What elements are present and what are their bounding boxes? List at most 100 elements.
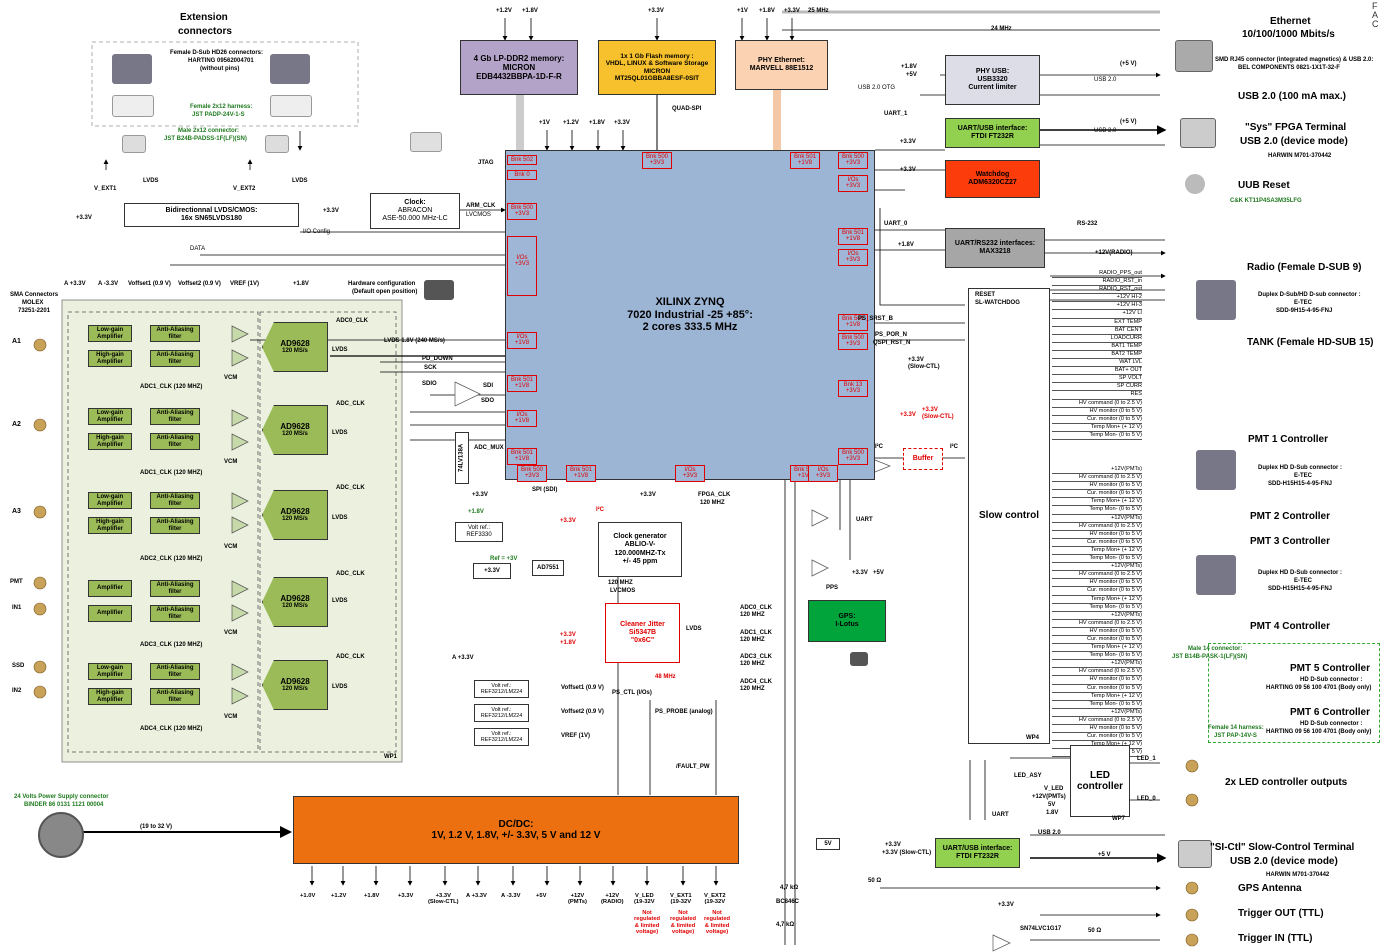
pmt-signal: Temp Mon+ (+ 12 V) xyxy=(1052,498,1142,506)
vref-label: VREF (1V) xyxy=(230,281,259,288)
bank-500-c: Bnk 500 +3V3 xyxy=(642,152,672,169)
buffer-box: Buffer xyxy=(903,448,943,470)
bank-io-33: I/Os +3V3 xyxy=(507,236,537,296)
ref-p33-text: +3.3V xyxy=(484,568,500,575)
adc-mux-label: ADC_MUX xyxy=(474,445,504,452)
aa-label: Anti-Aliasing filter xyxy=(157,665,194,679)
gps-line2: I-Lotus xyxy=(835,621,858,629)
vref-p18: +1.8V xyxy=(468,509,484,516)
led-line2: controller xyxy=(1077,781,1123,793)
clkgen-lvcmos: LVCMOS xyxy=(610,588,635,595)
corner-text: F A C xyxy=(1372,2,1379,29)
usb20-label-2: USB 2.0 xyxy=(1094,128,1116,135)
flash-line1: 1x 1 Gb Flash memory : xyxy=(620,53,693,60)
phyusb-p18: +1.8V xyxy=(901,64,917,71)
gps-box: GPS:I-Lotus xyxy=(808,600,886,642)
radio-dsub: Duplex D-Sub/HD D-sub connector : xyxy=(1258,292,1361,299)
slow-control-signal: +12V LI xyxy=(1052,310,1142,318)
jitter-line1: Cleaner Jitter xyxy=(620,621,665,629)
vref-part: REF3330 xyxy=(466,532,491,539)
pmt1-title: PMT 1 Controller xyxy=(1248,434,1328,445)
hw-config-1: Hardware configuration xyxy=(348,281,415,288)
pmt34-sdd: SDD-H15H15-4-95-FNJ xyxy=(1268,586,1332,593)
fault-pw-label: /FAULT_PW xyxy=(676,764,710,771)
i2c-label: I²C xyxy=(596,507,604,514)
data-label: DATA xyxy=(190,246,205,253)
pmt4-title: PMT 4 Controller xyxy=(1250,621,1330,632)
power-rail-label: +5V xyxy=(536,893,546,899)
sdo-label: SDO xyxy=(481,398,494,405)
adc-lvds: LVDS xyxy=(332,515,348,522)
ch-a1-label: A1 xyxy=(12,338,21,346)
aa-filter-1a: Anti-Aliasing filter xyxy=(150,325,200,342)
pmt-signal: Cur. monitor (0 to 5 V) xyxy=(1052,685,1142,693)
slow-control-signal: HV command (0 to 2.5 V) xyxy=(1052,400,1142,408)
rj45-connector-icon xyxy=(1175,40,1213,72)
uart2-usb: USB 2.0 xyxy=(1038,830,1061,837)
fem14-l2: JST PAP-14V-S xyxy=(1214,733,1257,740)
sma-l3: 73251-2201 xyxy=(18,308,50,315)
slow-control-signal: RADIO_PPS_out xyxy=(1052,270,1142,278)
pmt6-hd: HD D-Sub connector : xyxy=(1300,721,1362,728)
volt-ref-3-box: Volt ref.:REF3212/LM224 xyxy=(474,728,529,746)
pmt-signal: HV command (0 to 2.5 V) xyxy=(1052,523,1142,531)
am33-label: A -3.3V xyxy=(98,281,118,288)
slow-control-signal: BAT1 TEMP xyxy=(1052,343,1142,351)
ref-3v-label: Ref = +3V xyxy=(490,556,517,563)
bank-500-d: Bnk 500 +3V3 xyxy=(838,152,868,169)
flash-box: 1x 1 Gb Flash memory : VHDL, LINUX & Sof… xyxy=(598,40,716,95)
pmt-signal: HV monitor (0 to 5 V) xyxy=(1052,676,1142,684)
ref-p33-box: +3.3V xyxy=(473,563,511,579)
p18-analog-label: +1.8V xyxy=(293,281,309,288)
adc-lvds: LVDS xyxy=(332,684,348,691)
aa-label: Anti-Aliasing filter xyxy=(157,410,194,424)
sdio-label: SDIO xyxy=(422,381,437,388)
reset-button-icon xyxy=(1185,174,1205,194)
sict-harwin: HARWIN M701-370442 xyxy=(1266,872,1329,879)
adc-clk-label: ADC1_CLK (120 MHZ) xyxy=(140,470,202,477)
clkgen-line1: Clock generator xyxy=(613,533,666,541)
vled-label: V_LED xyxy=(1044,786,1063,793)
adc-4: AD9628120 MS/s xyxy=(262,577,328,627)
buffer-p33-sc: +3.3V (Slow-CTL) xyxy=(922,407,954,420)
ext-title: Extension xyxy=(180,12,228,23)
pmt-signal: +12V(PMTs) xyxy=(1052,612,1142,620)
vref1-l2: REF3212/LM224 xyxy=(481,689,523,695)
jitter-48mhz: 48 MHz xyxy=(655,674,676,681)
adc-rate: 120 MS/s xyxy=(282,686,308,693)
fem14-l1: Female 14 harness: xyxy=(1208,725,1264,732)
slow-control-signal: WAT LVL xyxy=(1052,359,1142,367)
ext-fh1: Female 2x12 harness: xyxy=(190,104,252,111)
ethernet-speed: 10/100/1000 Mbits/s xyxy=(1242,29,1335,40)
power-rail-label: V_EXT2 (19-32V xyxy=(704,893,726,906)
dsub-connector-icon xyxy=(112,54,152,84)
pmt12-sdd: SDD-H15H15-4-95-FNJ xyxy=(1268,481,1332,488)
pmt-signal: Temp Mon- (0 to 5 V) xyxy=(1052,701,1142,709)
uart2-p33: +3.3V xyxy=(885,842,901,849)
slwd-label: SL-WATCHDOG xyxy=(975,300,1020,307)
adc-rate: 120 MS/s xyxy=(282,348,308,355)
high-gain-amp-5: High-gain Amplifier xyxy=(88,688,132,705)
clkgen-line3: 120.000MHZ-Tx xyxy=(615,550,666,558)
trigger-out-title: Trigger OUT (TTL) xyxy=(1238,908,1324,919)
uart-usb-1-box: UART/USB interface: FTDI FT232R xyxy=(945,118,1040,148)
trig-r50b: 50 Ω xyxy=(1088,928,1101,935)
low-gain-amp-3: Low-gain Amplifier xyxy=(88,492,132,509)
unregulated-note: Not regulated & limited voltage) xyxy=(704,910,730,936)
adc-name: AD9628 xyxy=(280,677,309,686)
lvds-cmos-line2: 16x SN65LVDS180 xyxy=(181,215,242,223)
zynq-line2: 7020 Industrial -25 +85°: xyxy=(627,309,753,322)
pmt-signal-list: +12V(PMTs) HV command (0 to 2.5 V) HV moni… xyxy=(1052,466,1142,757)
adc-name: AD9628 xyxy=(280,339,309,348)
bank-501-b: Bnk 501 +1V8 xyxy=(507,448,537,465)
pmt12-dup: Duplex HD D-Sub connector : xyxy=(1258,465,1342,472)
sict-title: "SI-Ctl" Slow-Control Terminal xyxy=(1210,842,1354,853)
slow-control-box: Slow control xyxy=(968,288,1050,744)
pmt34-dup: Duplex HD D-Sub connector : xyxy=(1258,570,1342,577)
uart0-label: UART_0 xyxy=(884,221,907,228)
i2c-label-2: I²C xyxy=(875,444,883,451)
pmt-signal: Temp Mon+ (+ 12 V) xyxy=(1052,596,1142,604)
vref3-out: VREF (1V) xyxy=(561,733,590,740)
p33-label: +3.3V xyxy=(76,215,92,222)
pmt-signal: Temp Mon+ (+ 12 V) xyxy=(1052,547,1142,555)
